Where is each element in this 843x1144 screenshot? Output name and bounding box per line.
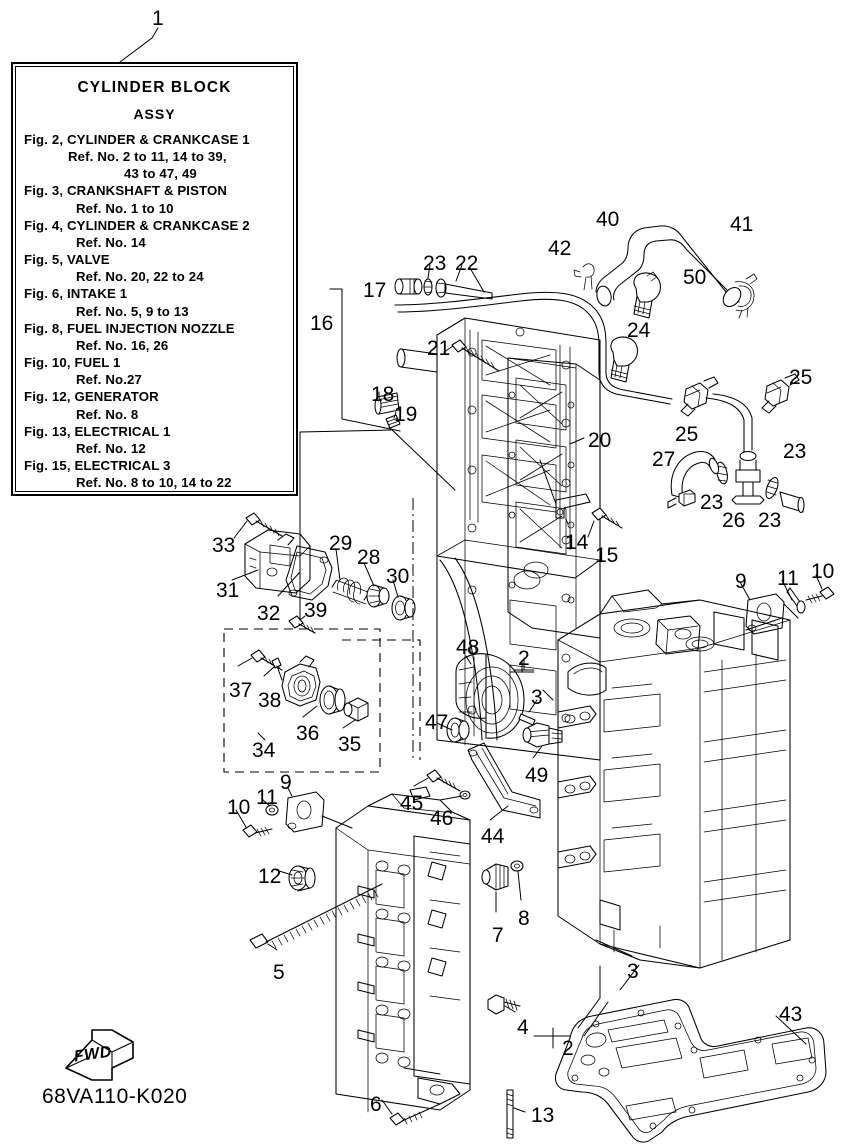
legend-box: CYLINDER BLOCK ASSY Fig. 2, CYLINDER & C… [11,62,298,496]
legend-ref-5: Ref. No. 20, 22 to 24 [76,269,204,285]
legend-fig-12: Fig. 12, GENERATOR [24,389,159,405]
callout-drain-plug[interactable]: 7 [492,924,504,947]
callout-hose-clamp[interactable]: 41 [730,213,754,236]
callout-bolt[interactable]: 37 [229,679,253,702]
callout-fuel-injector-bracket-group[interactable]: 16 [310,312,334,335]
legend-ref-10: Ref. No.27 [76,372,142,388]
legend-ref-8: Ref. No. 16, 26 [76,337,169,353]
callout-bolt[interactable]: 33 [212,534,236,557]
legend-fig-2: Fig. 2, CYLINDER & CRANKCASE 1 [24,132,250,147]
callout-fuel-hose[interactable]: 27 [652,448,676,471]
legend-inner: CYLINDER BLOCK ASSY Fig. 2, CYLINDER & C… [15,66,294,492]
callout-plug-screw[interactable]: 18 [371,383,395,406]
callout-pressure-valve[interactable]: 30 [386,565,410,588]
callout-pin[interactable]: 38 [258,689,282,712]
callout-wire-clamp[interactable]: 25 [675,423,699,446]
diagram-part-code: 68VA110-K020 [42,1085,188,1108]
callout-spring[interactable]: 29 [329,532,353,555]
callout-o-ring[interactable]: 23 [700,491,724,514]
callout-seal-ring[interactable]: 36 [296,722,320,745]
callout-fuel-rail-joint[interactable]: 26 [722,509,746,532]
callout-lifting-hook[interactable]: 14 [565,531,589,554]
callout-bolt[interactable]: 15 [595,544,619,567]
callout-washer[interactable]: 8 [518,907,530,930]
legend-fig-6: Fig. 6, INTAKE 1 [24,286,128,302]
callout-stud-bolt[interactable]: 13 [531,1104,555,1127]
legend-fig-8: Fig. 8, FUEL INJECTION NOZZLE [24,320,235,336]
legend-ref-15: Ref. No. 8 to 10, 14 to 22 [76,475,232,491]
callout-dowel-pin[interactable]: 3 [531,686,543,709]
legend-ref-3: Ref. No. 1 to 10 [76,200,174,216]
callout-hose-holder[interactable]: 50 [683,266,707,289]
callout-washer[interactable]: 46 [430,807,454,830]
callout-water-hose-upper[interactable]: 40 [596,208,620,231]
callout-bolt[interactable]: 10 [227,796,251,819]
legend-ref-2a: Ref. No. 2 to 11, 14 to 39, [68,149,227,165]
legend-fig-3: Fig. 3, CRANKSHAFT & PISTON [24,183,228,199]
callout-o-ring[interactable]: 23 [783,440,807,463]
callout-exhaust-cover-gasket[interactable]: 43 [779,1003,803,1026]
callout-thermostat-gasket[interactable]: 32 [257,602,281,625]
callout-bolt[interactable]: 10 [811,560,835,583]
callout-pipe-joint[interactable]: 22 [455,252,479,275]
legend-title: CYLINDER BLOCK [77,79,232,96]
callout-wire-clamp[interactable]: 25 [789,366,813,389]
callout-crankcase-gasket[interactable]: 20 [588,429,612,452]
legend-ref-13: Ref. No. 12 [76,440,146,456]
callout-thermostat-cover[interactable]: 31 [216,579,240,602]
callout-hose-clip[interactable]: 42 [548,237,572,260]
callout-cylinder-block[interactable]: 2 [518,647,530,670]
callout-hose-clamp-holder[interactable]: 24 [627,319,651,342]
callout-o-ring[interactable]: 47 [425,711,449,734]
callout-bolt[interactable]: 6 [370,1093,382,1116]
callout-connector-pipe[interactable]: 17 [363,279,387,302]
legend-ref-2b: 43 to 47, 49 [124,166,197,182]
callout-anode-plate[interactable]: 9 [280,771,292,794]
callout-nut-cap[interactable]: 35 [338,733,362,756]
callout-bolt[interactable]: 45 [400,792,424,815]
legend-ref-6: Ref. No. 5, 9 to 13 [76,303,189,319]
legend-fig-15: Fig. 15, ELECTRICAL 3 [24,457,171,473]
callout-spring-pin[interactable]: 19 [394,403,418,426]
callout-cylinder-block-assy-legend[interactable]: 1 [152,7,164,30]
callout-grommet[interactable]: 12 [258,865,282,888]
legend-fig-4: Fig. 4, CYLINDER & CRANKCASE 2 [24,217,250,233]
callout-plug-screw[interactable]: 4 [517,1016,529,1039]
callout-oil-filter-union-bolt[interactable]: 49 [525,764,549,787]
callout-stud-bolt-long[interactable]: 5 [273,961,285,984]
callout-anode-plate[interactable]: 9 [735,570,747,593]
legend-ref-12: Ref. No. 8 [76,406,139,422]
callout-cylinder-block[interactable]: 2 [562,1037,574,1060]
callout-washer[interactable]: 11 [256,786,278,809]
callout-bolt[interactable]: 39 [304,599,328,622]
legend-fig-10: Fig. 10, FUEL 1 [24,355,121,371]
callout-o-ring[interactable]: 23 [423,252,447,275]
callout-oil-filter[interactable]: 48 [456,636,480,659]
callout-water-pump-assy-group[interactable]: 34 [252,739,276,762]
callout-valve-seat[interactable]: 28 [357,546,381,569]
legend-fig-13: Fig. 13, ELECTRICAL 1 [24,423,171,439]
callout-oil-filter-bracket[interactable]: 44 [481,825,505,848]
callout-washer[interactable]: 11 [777,567,799,590]
callout-o-ring[interactable]: 23 [758,509,782,532]
legend-fig-5: Fig. 5, VALVE [24,252,110,268]
legend-ref-4: Ref. No. 14 [76,234,146,250]
callout-bolt[interactable]: 21 [427,337,451,360]
callout-dowel-pin[interactable]: 3 [627,960,639,983]
legend-subtitle: ASSY [133,106,176,122]
